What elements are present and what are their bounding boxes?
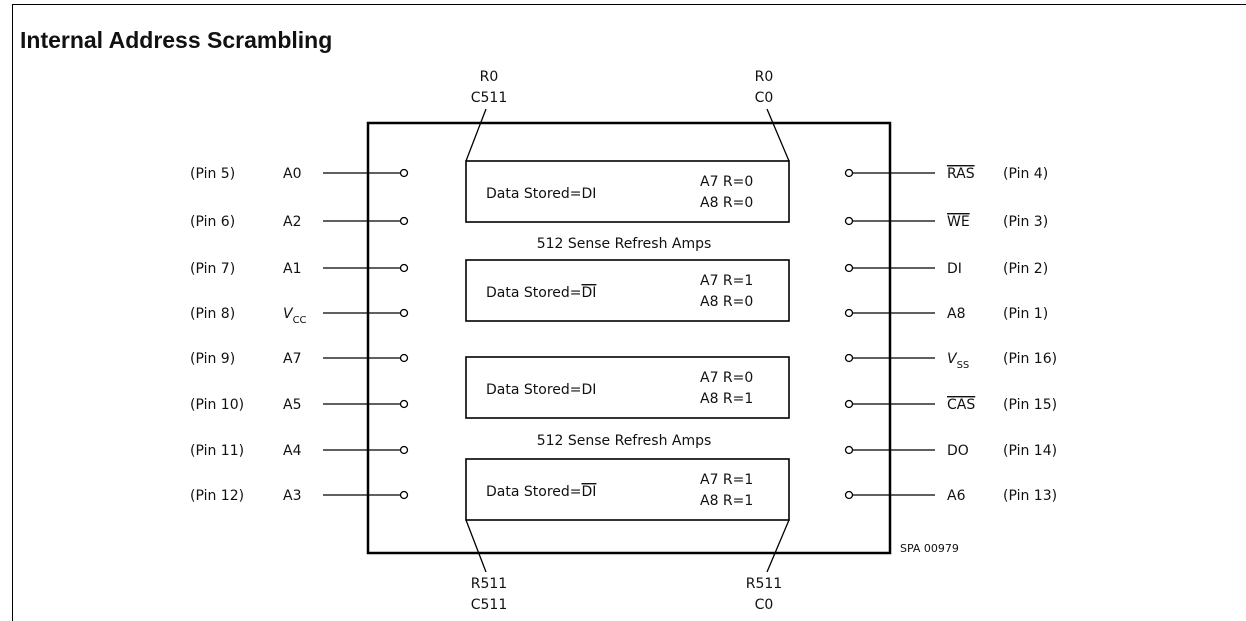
figure-code: SPA 00979 — [900, 542, 959, 555]
sense-amps-group: 512 Sense Refresh Amps 512 Sense Refresh … — [537, 236, 712, 449]
right-pin-signal: A8 — [947, 306, 965, 322]
corner-leader — [465, 108, 487, 162]
left-pin-number: (Pin 6) — [190, 214, 235, 230]
right-pin-terminal — [844, 353, 854, 363]
a7-row-label: A7 R=0 — [700, 174, 753, 190]
right-pin-number: (Pin 3) — [1003, 214, 1048, 230]
left-pin-terminal — [399, 216, 409, 226]
a7-row-label: A7 R=1 — [700, 273, 753, 289]
right-pin-terminal — [844, 445, 854, 455]
right-pin-terminal — [844, 168, 854, 178]
corner-top-right-col: C0 — [755, 90, 774, 106]
data-stored-label: Data Stored=DI — [486, 285, 596, 301]
a8-row-label: A8 R=1 — [700, 493, 753, 509]
right-pin-number: (Pin 14) — [1003, 443, 1057, 459]
memory-block — [465, 458, 790, 521]
corner-leader — [465, 519, 487, 573]
corner-top-right-row: R0 — [755, 69, 774, 85]
a8-row-label: A8 R=1 — [700, 391, 753, 407]
left-pin-terminal — [399, 399, 409, 409]
sense-amps-label: 512 Sense Refresh Amps — [537, 433, 712, 449]
left-pin-terminal — [399, 445, 409, 455]
corner-bottom-left-row: R511 — [471, 576, 507, 592]
memory-block — [465, 356, 790, 419]
right-pin-signal: CAS — [947, 397, 975, 413]
right-pin-number: (Pin 15) — [1003, 397, 1057, 413]
left-pin-terminal — [399, 308, 409, 318]
right-pin-terminal — [844, 216, 854, 226]
left-pin-number: (Pin 9) — [190, 351, 235, 367]
sense-amps-label: 512 Sense Refresh Amps — [537, 236, 712, 252]
left-pin-signal: A1 — [283, 261, 301, 277]
a8-row-label: A8 R=0 — [700, 195, 753, 211]
left-pin-signal: A0 — [283, 166, 301, 182]
data-stored-label: Data Stored=DI — [486, 484, 596, 500]
data-stored-label: Data Stored=DI — [486, 382, 596, 398]
right-pin-signal: VSS — [947, 351, 969, 371]
right-pin-number: (Pin 13) — [1003, 488, 1057, 504]
left-pin-number: (Pin 8) — [190, 306, 235, 322]
left-pin-terminal — [399, 263, 409, 273]
right-pin-terminal — [844, 399, 854, 409]
frame-left-border — [12, 4, 13, 621]
left-pin-number: (Pin 11) — [190, 443, 244, 459]
right-pin-signal: DO — [947, 443, 969, 459]
right-pin-number: (Pin 16) — [1003, 351, 1057, 367]
left-pin-signal: A7 — [283, 351, 301, 367]
a7-row-label: A7 R=0 — [700, 370, 753, 386]
right-pin-signal: RAS — [947, 166, 975, 182]
a7-row-label: A7 R=1 — [700, 472, 753, 488]
corner-leader — [766, 519, 790, 573]
a8-row-label: A8 R=0 — [700, 294, 753, 310]
memory-block — [465, 259, 790, 322]
data-stored-label: Data Stored=DI — [486, 186, 596, 202]
right-pin-signal: WE — [947, 214, 970, 230]
right-pin-number: (Pin 1) — [1003, 306, 1048, 322]
right-pin-number: (Pin 4) — [1003, 166, 1048, 182]
corner-top-left-row: R0 — [480, 69, 499, 85]
corner-bottom-left-col: C511 — [471, 597, 508, 613]
left-pin-signal: A4 — [283, 443, 302, 459]
right-pin-group: RAS (Pin 4) WE (Pin 3) DI (Pin 2) A8 (Pin 1) VSS… — [844, 166, 1057, 504]
page-title: Internal Address Scrambling — [20, 27, 333, 53]
chip-outline — [366, 121, 892, 555]
left-pin-number: (Pin 5) — [190, 166, 235, 182]
left-pin-number: (Pin 12) — [190, 488, 244, 504]
left-pin-signal: A5 — [283, 397, 301, 413]
right-pin-signal: DI — [947, 261, 962, 277]
left-pin-terminal — [399, 490, 409, 500]
right-pin-terminal — [844, 490, 854, 500]
left-pin-signal: A2 — [283, 214, 301, 230]
right-pin-signal: A6 — [947, 488, 966, 504]
left-pin-number: (Pin 10) — [190, 397, 244, 413]
corner-leader — [766, 108, 790, 162]
right-pin-number: (Pin 2) — [1003, 261, 1048, 277]
left-pin-group: (Pin 5) A0 (Pin 6) A2 (Pin 7) A1 (Pin 8) VCC (Pi… — [190, 166, 409, 504]
left-pin-signal: VCC — [283, 306, 307, 326]
corner-top-left-col: C511 — [471, 90, 508, 106]
corner-bottom-right-row: R511 — [746, 576, 782, 592]
left-pin-number: (Pin 7) — [190, 261, 235, 277]
corner-bottom-right-col: C0 — [755, 597, 774, 613]
right-pin-terminal — [844, 263, 854, 273]
left-pin-signal: A3 — [283, 488, 301, 504]
memory-block — [465, 160, 790, 223]
left-pin-terminal — [399, 353, 409, 363]
frame-top-border — [12, 4, 1246, 5]
left-pin-terminal — [399, 168, 409, 178]
right-pin-terminal — [844, 308, 854, 318]
